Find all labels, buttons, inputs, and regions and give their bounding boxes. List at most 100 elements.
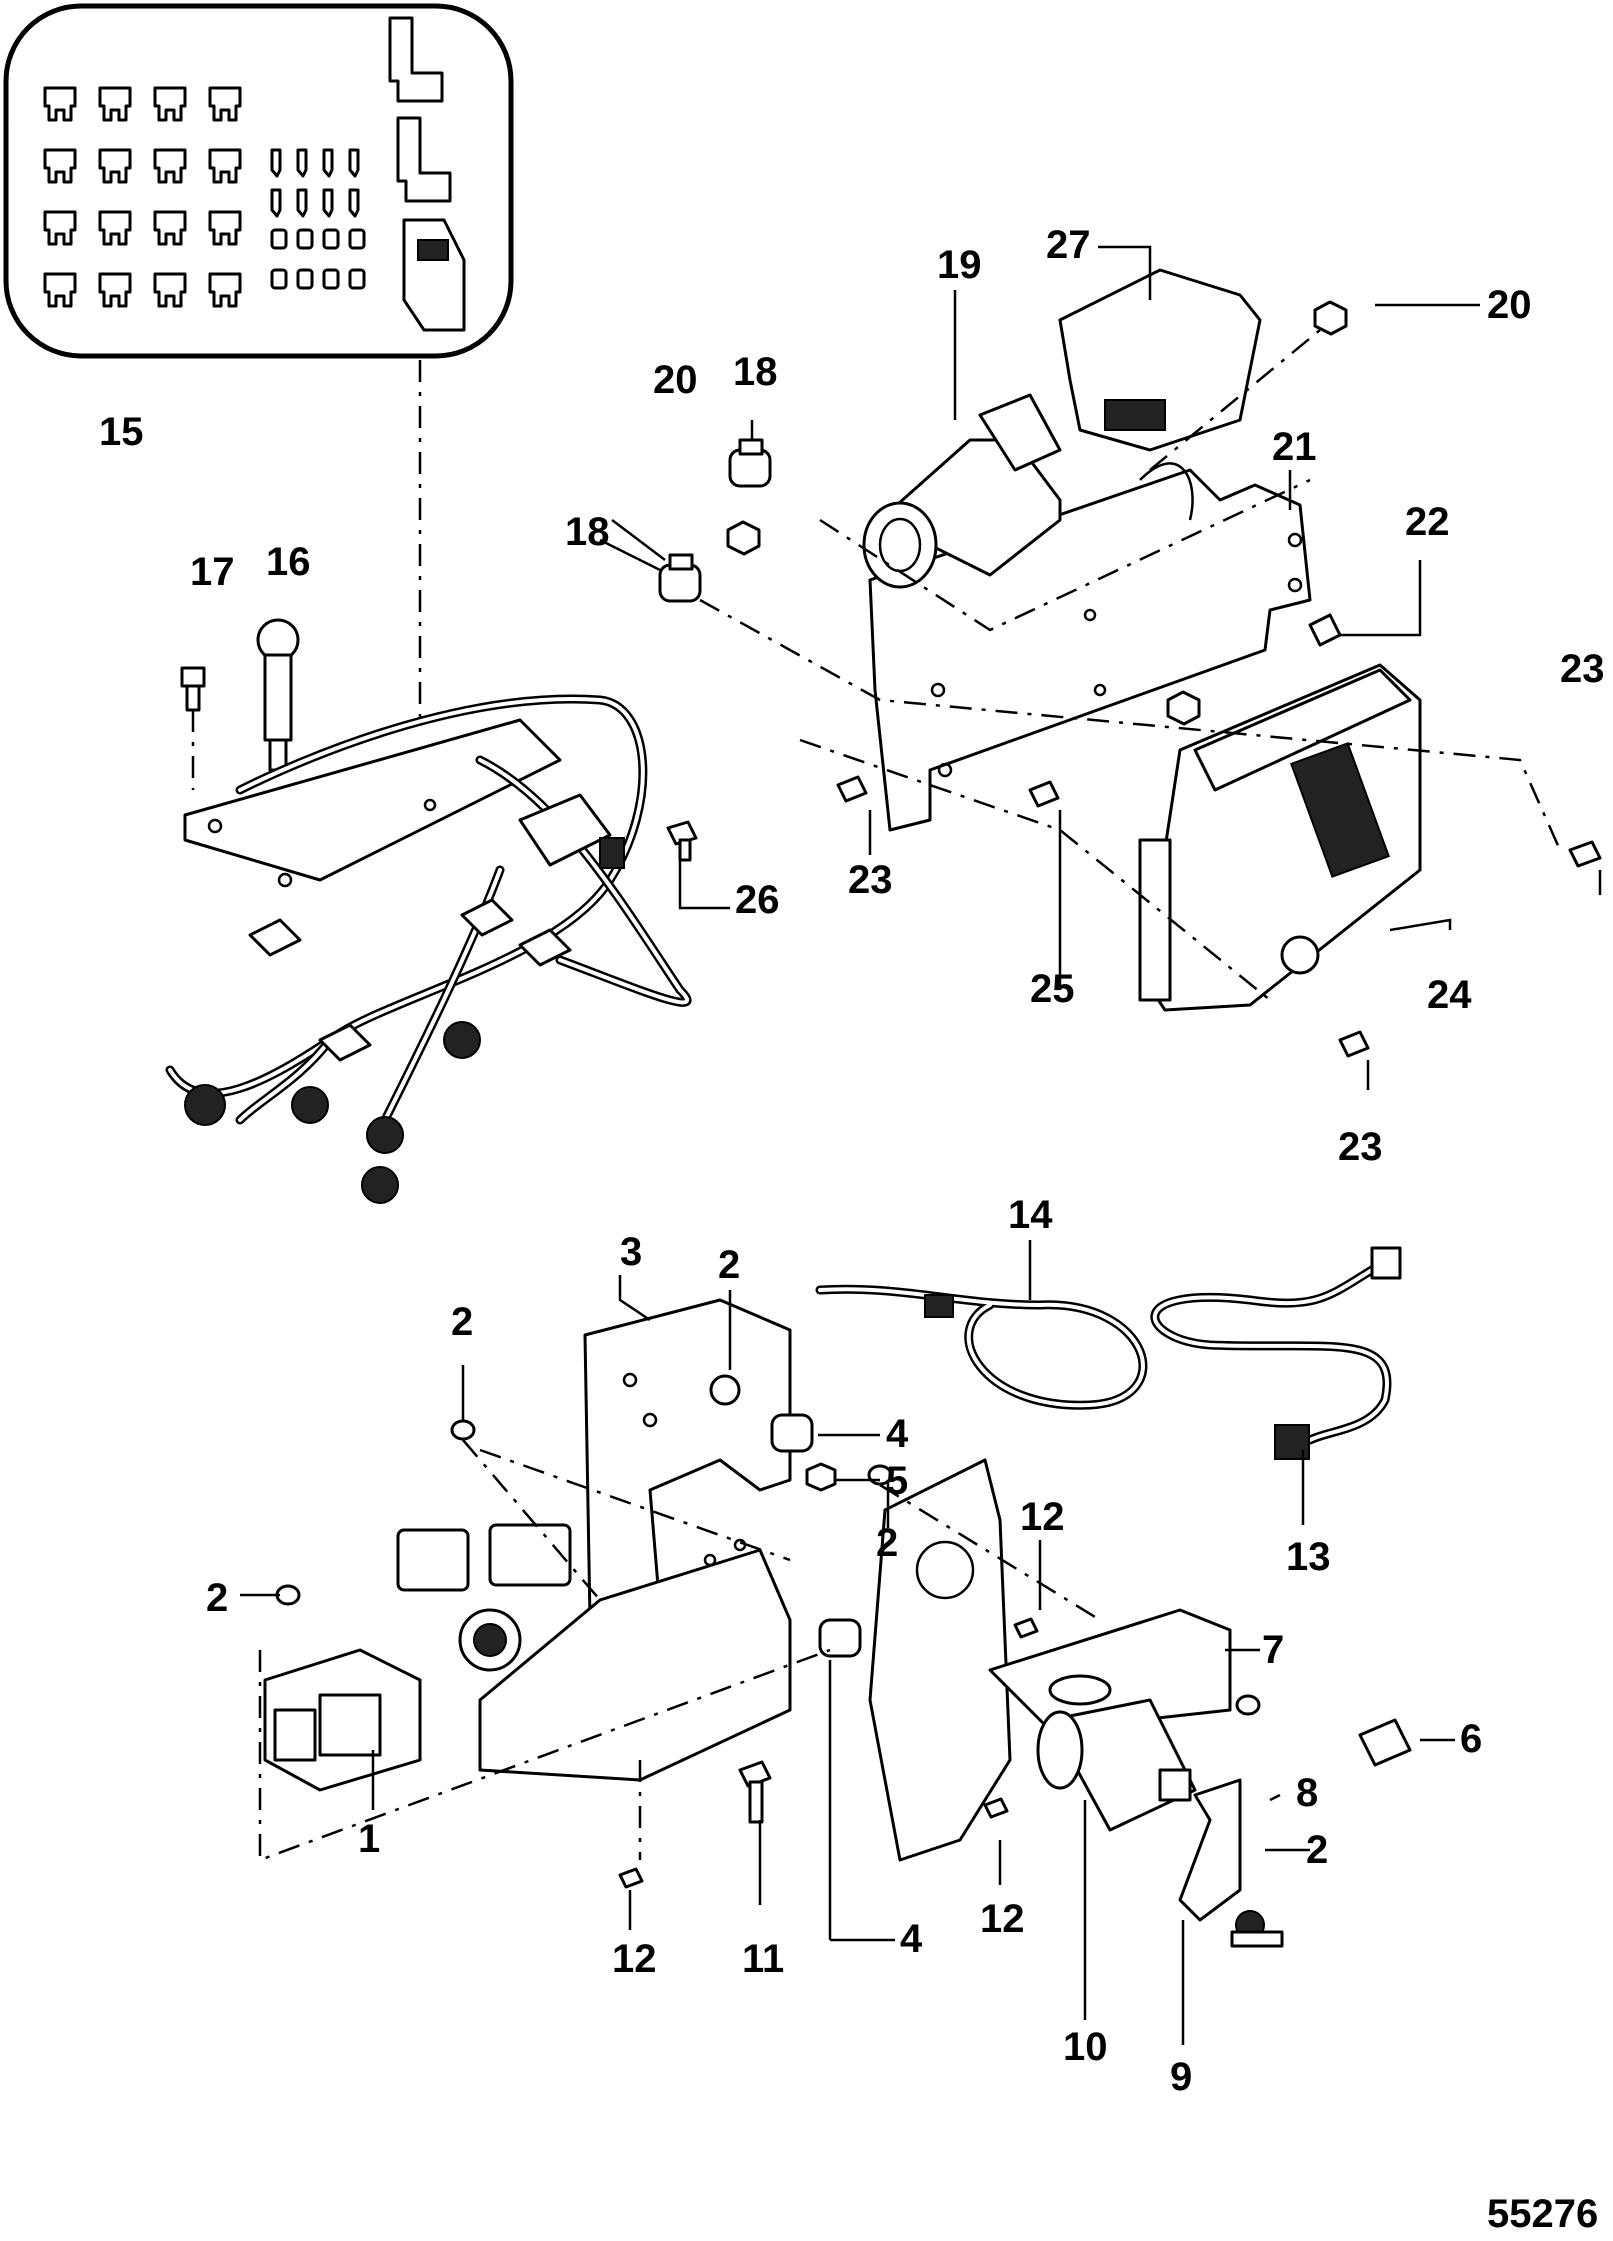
terminal-seal <box>296 268 314 290</box>
screw-17 <box>180 666 206 712</box>
callout-27: 27 <box>1046 223 1091 267</box>
fuse-grid <box>43 86 242 308</box>
callout-23b: 23 <box>848 858 893 902</box>
terminal-pin <box>270 148 282 178</box>
blade-fuse <box>43 210 77 246</box>
terminal-pin <box>296 188 308 218</box>
switch-bracket-3 <box>478 1298 792 1782</box>
callout-6: 6 <box>1460 1717 1482 1761</box>
callout-14: 14 <box>1008 1193 1053 1237</box>
connector-19 <box>862 393 1062 589</box>
callout-10: 10 <box>1063 2025 1108 2069</box>
blade-fuse <box>43 86 77 122</box>
terminal-seal <box>322 228 340 250</box>
blade-fuse <box>98 148 132 184</box>
ecm-module <box>1138 663 1422 1012</box>
callout-2e: 2 <box>1306 1828 1328 1872</box>
terminal-pin <box>296 148 308 178</box>
engine-harness <box>165 694 692 1204</box>
blade-fuse <box>153 148 187 184</box>
connector-27 <box>1058 268 1262 452</box>
callout-24: 24 <box>1427 973 1472 1017</box>
callout-2c: 2 <box>876 1521 898 1565</box>
callout-21: 21 <box>1272 425 1317 469</box>
ball-joint <box>1230 1910 1284 1948</box>
blade-fuse <box>153 272 187 308</box>
callout-12c: 12 <box>980 1897 1025 1941</box>
bolts-22-23-25 <box>836 613 1602 1058</box>
terminal-seal <box>296 228 314 250</box>
callout-18b: 18 <box>565 510 610 554</box>
callout-9: 9 <box>1170 2055 1192 2099</box>
callout-15: 15 <box>99 410 144 454</box>
terminal-seal <box>348 268 366 290</box>
terminal-pin <box>348 188 360 218</box>
callout-12b: 12 <box>612 1937 657 1981</box>
harness-mount-plate <box>183 718 562 888</box>
blade-fuse <box>98 210 132 246</box>
callout-2a: 2 <box>718 1243 740 1287</box>
callout-3: 3 <box>620 1230 642 1274</box>
bolt-26 <box>666 820 698 862</box>
blade-fuse <box>208 272 242 308</box>
callout-4b: 4 <box>900 1917 923 1961</box>
cable-13 <box>1150 1246 1402 1460</box>
callout-20b: 20 <box>1487 283 1532 327</box>
blade-fuse <box>153 210 187 246</box>
callout-16: 16 <box>266 540 311 584</box>
blade-fuse <box>208 86 242 122</box>
callout-23c: 23 <box>1338 1125 1383 1169</box>
nut-5 <box>805 1462 837 1492</box>
callout-4a: 4 <box>886 1412 909 1456</box>
fuse-kit-panel <box>3 3 514 359</box>
blade-fuse <box>43 148 77 184</box>
callout-7: 7 <box>1262 1628 1284 1672</box>
terminal-pin <box>322 188 334 218</box>
callout-22: 22 <box>1405 500 1450 544</box>
figure-number: 55276 <box>1487 2192 1598 2236</box>
blade-fuse <box>43 272 77 308</box>
callout-18a: 18 <box>733 350 778 394</box>
callout-11: 11 <box>742 1937 784 1981</box>
callout-2b: 2 <box>451 1300 473 1344</box>
callout-1: 1 <box>358 1817 380 1861</box>
blade-fuse <box>208 210 242 246</box>
terminal-seal <box>270 228 288 250</box>
lever-9 <box>1178 1778 1242 1922</box>
terminal-seal <box>270 268 288 290</box>
connectors-lower <box>396 1523 572 1672</box>
callout-25: 25 <box>1030 967 1075 1011</box>
mount-bushings <box>658 438 772 603</box>
callout-13: 13 <box>1286 1535 1331 1579</box>
nuts-20 <box>726 300 1348 726</box>
terminal-pin <box>348 148 360 178</box>
callout-26: 26 <box>735 878 780 922</box>
blade-fuse <box>153 86 187 122</box>
callout-8: 8 <box>1296 1771 1318 1815</box>
terminal-pin <box>270 188 282 218</box>
bushings-4 <box>770 1413 862 1658</box>
terminal-seal <box>322 268 340 290</box>
callout-23a: 23 <box>1560 647 1605 691</box>
callout-20a: 20 <box>653 358 698 402</box>
callout-12a: 12 <box>1020 1495 1065 1539</box>
callout-5: 5 <box>886 1459 908 1503</box>
callout-19: 19 <box>937 243 982 287</box>
relays-1 <box>263 1648 422 1792</box>
bolts-11-12 <box>618 1617 1039 1889</box>
blade-fuse <box>208 148 242 184</box>
terminal-pin <box>322 148 334 178</box>
terminal-seal <box>348 228 366 250</box>
terminal-grid <box>270 148 366 290</box>
throttle-plate-7 <box>868 1458 1232 1862</box>
cable-14 <box>815 1284 1148 1410</box>
throttle-actuator-10 <box>1036 1698 1197 1832</box>
callout-2d: 2 <box>206 1576 228 1620</box>
blade-fuse <box>98 86 132 122</box>
callout-17: 17 <box>190 550 235 594</box>
blade-fuse <box>98 272 132 308</box>
callout-labels: 15 17 16 26 20 18 18 19 27 20 21 22 23 2… <box>99 223 1605 2236</box>
nuts-2 <box>275 1374 1261 1716</box>
sensor-6 <box>1358 1718 1412 1767</box>
